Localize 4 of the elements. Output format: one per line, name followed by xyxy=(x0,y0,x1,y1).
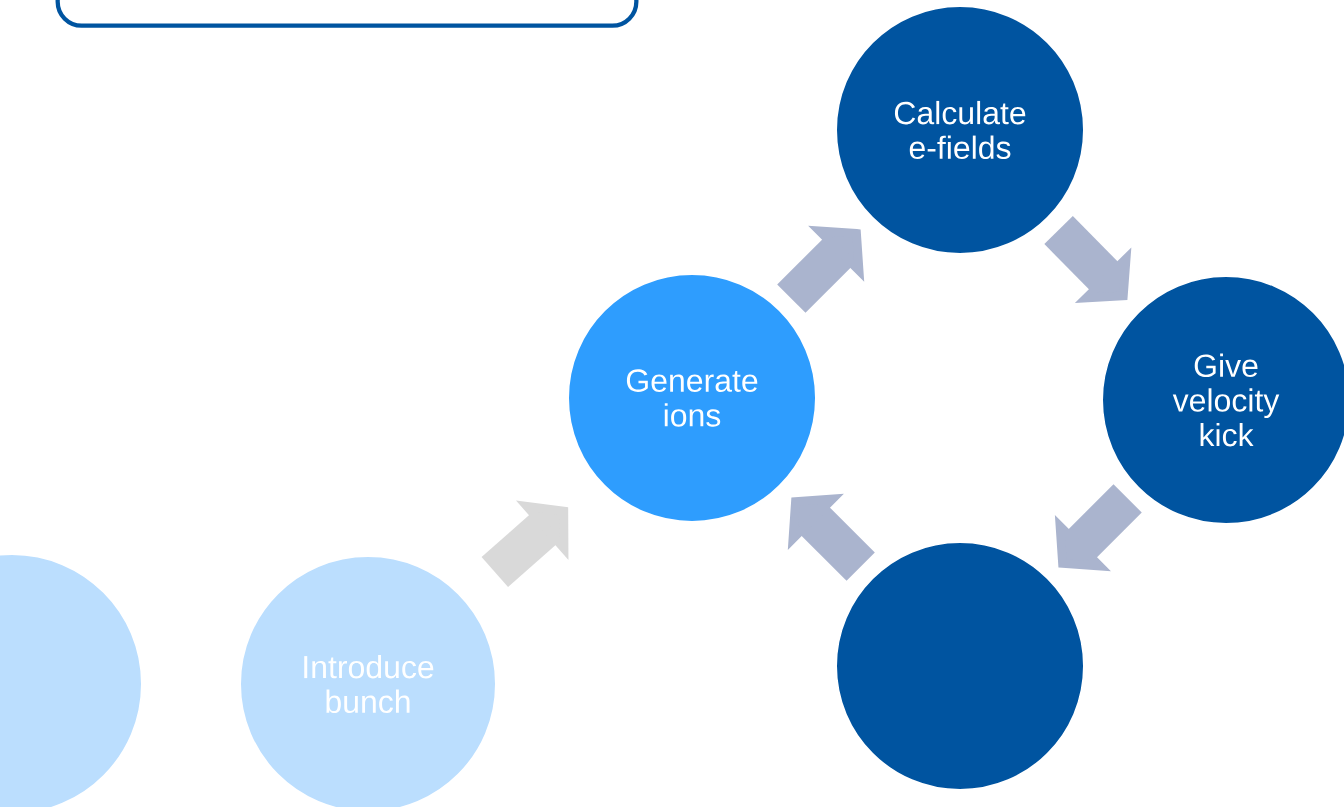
block-arrow xyxy=(481,500,569,588)
rounded-box xyxy=(55,0,639,28)
circle xyxy=(0,553,143,807)
circle xyxy=(835,541,1085,791)
